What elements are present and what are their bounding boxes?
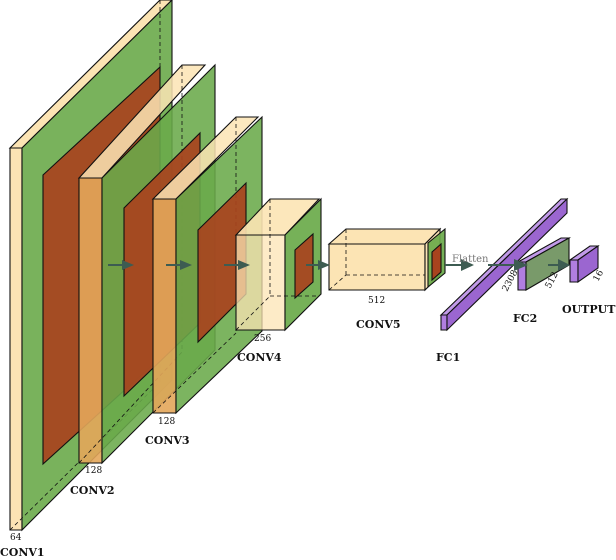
conv5-pool	[431, 242, 442, 282]
conv3-size: 128	[158, 417, 175, 427]
conv2-size: 128	[85, 466, 102, 476]
flatten-label: Flatten	[452, 254, 489, 265]
conv1-label: CONV1	[0, 546, 45, 559]
arrows	[108, 259, 570, 271]
conv4-label: CONV4	[237, 351, 282, 364]
conv5-label: CONV5	[356, 318, 401, 331]
conv2-front-face	[78, 177, 103, 464]
output-size: 16	[592, 268, 606, 283]
arrow-conv3-conv4	[224, 260, 250, 270]
conv1-front-face	[9, 147, 23, 531]
arrow-fc2-output	[548, 259, 570, 271]
fc1-label: FC1	[436, 351, 460, 364]
fc2-block	[515, 237, 572, 291]
conv5-block	[327, 227, 446, 292]
arrow-fc1-fc2	[488, 259, 528, 271]
conv1-size: 64	[10, 533, 22, 543]
conv2-label: CONV2	[70, 484, 115, 497]
conv5-front-face	[328, 243, 426, 291]
output-block	[568, 244, 600, 284]
arrow-flatten	[445, 259, 474, 271]
conv4-pool	[294, 232, 314, 300]
conv4-block	[234, 197, 322, 332]
fc2-label: FC2	[513, 312, 537, 325]
arrow-conv1-conv2	[108, 260, 134, 270]
conv3-label: CONV3	[145, 434, 190, 447]
arrow-conv4-conv5	[306, 260, 330, 270]
conv4-front-face	[235, 234, 286, 331]
output-bar	[577, 244, 599, 284]
conv3-block	[151, 115, 263, 415]
arrow-conv2-conv3	[166, 260, 192, 270]
conv3-front-face	[152, 198, 177, 414]
conv4-size: 256	[254, 334, 271, 344]
conv5-size: 512	[368, 296, 385, 306]
output-label: OUTPUT	[562, 303, 616, 316]
